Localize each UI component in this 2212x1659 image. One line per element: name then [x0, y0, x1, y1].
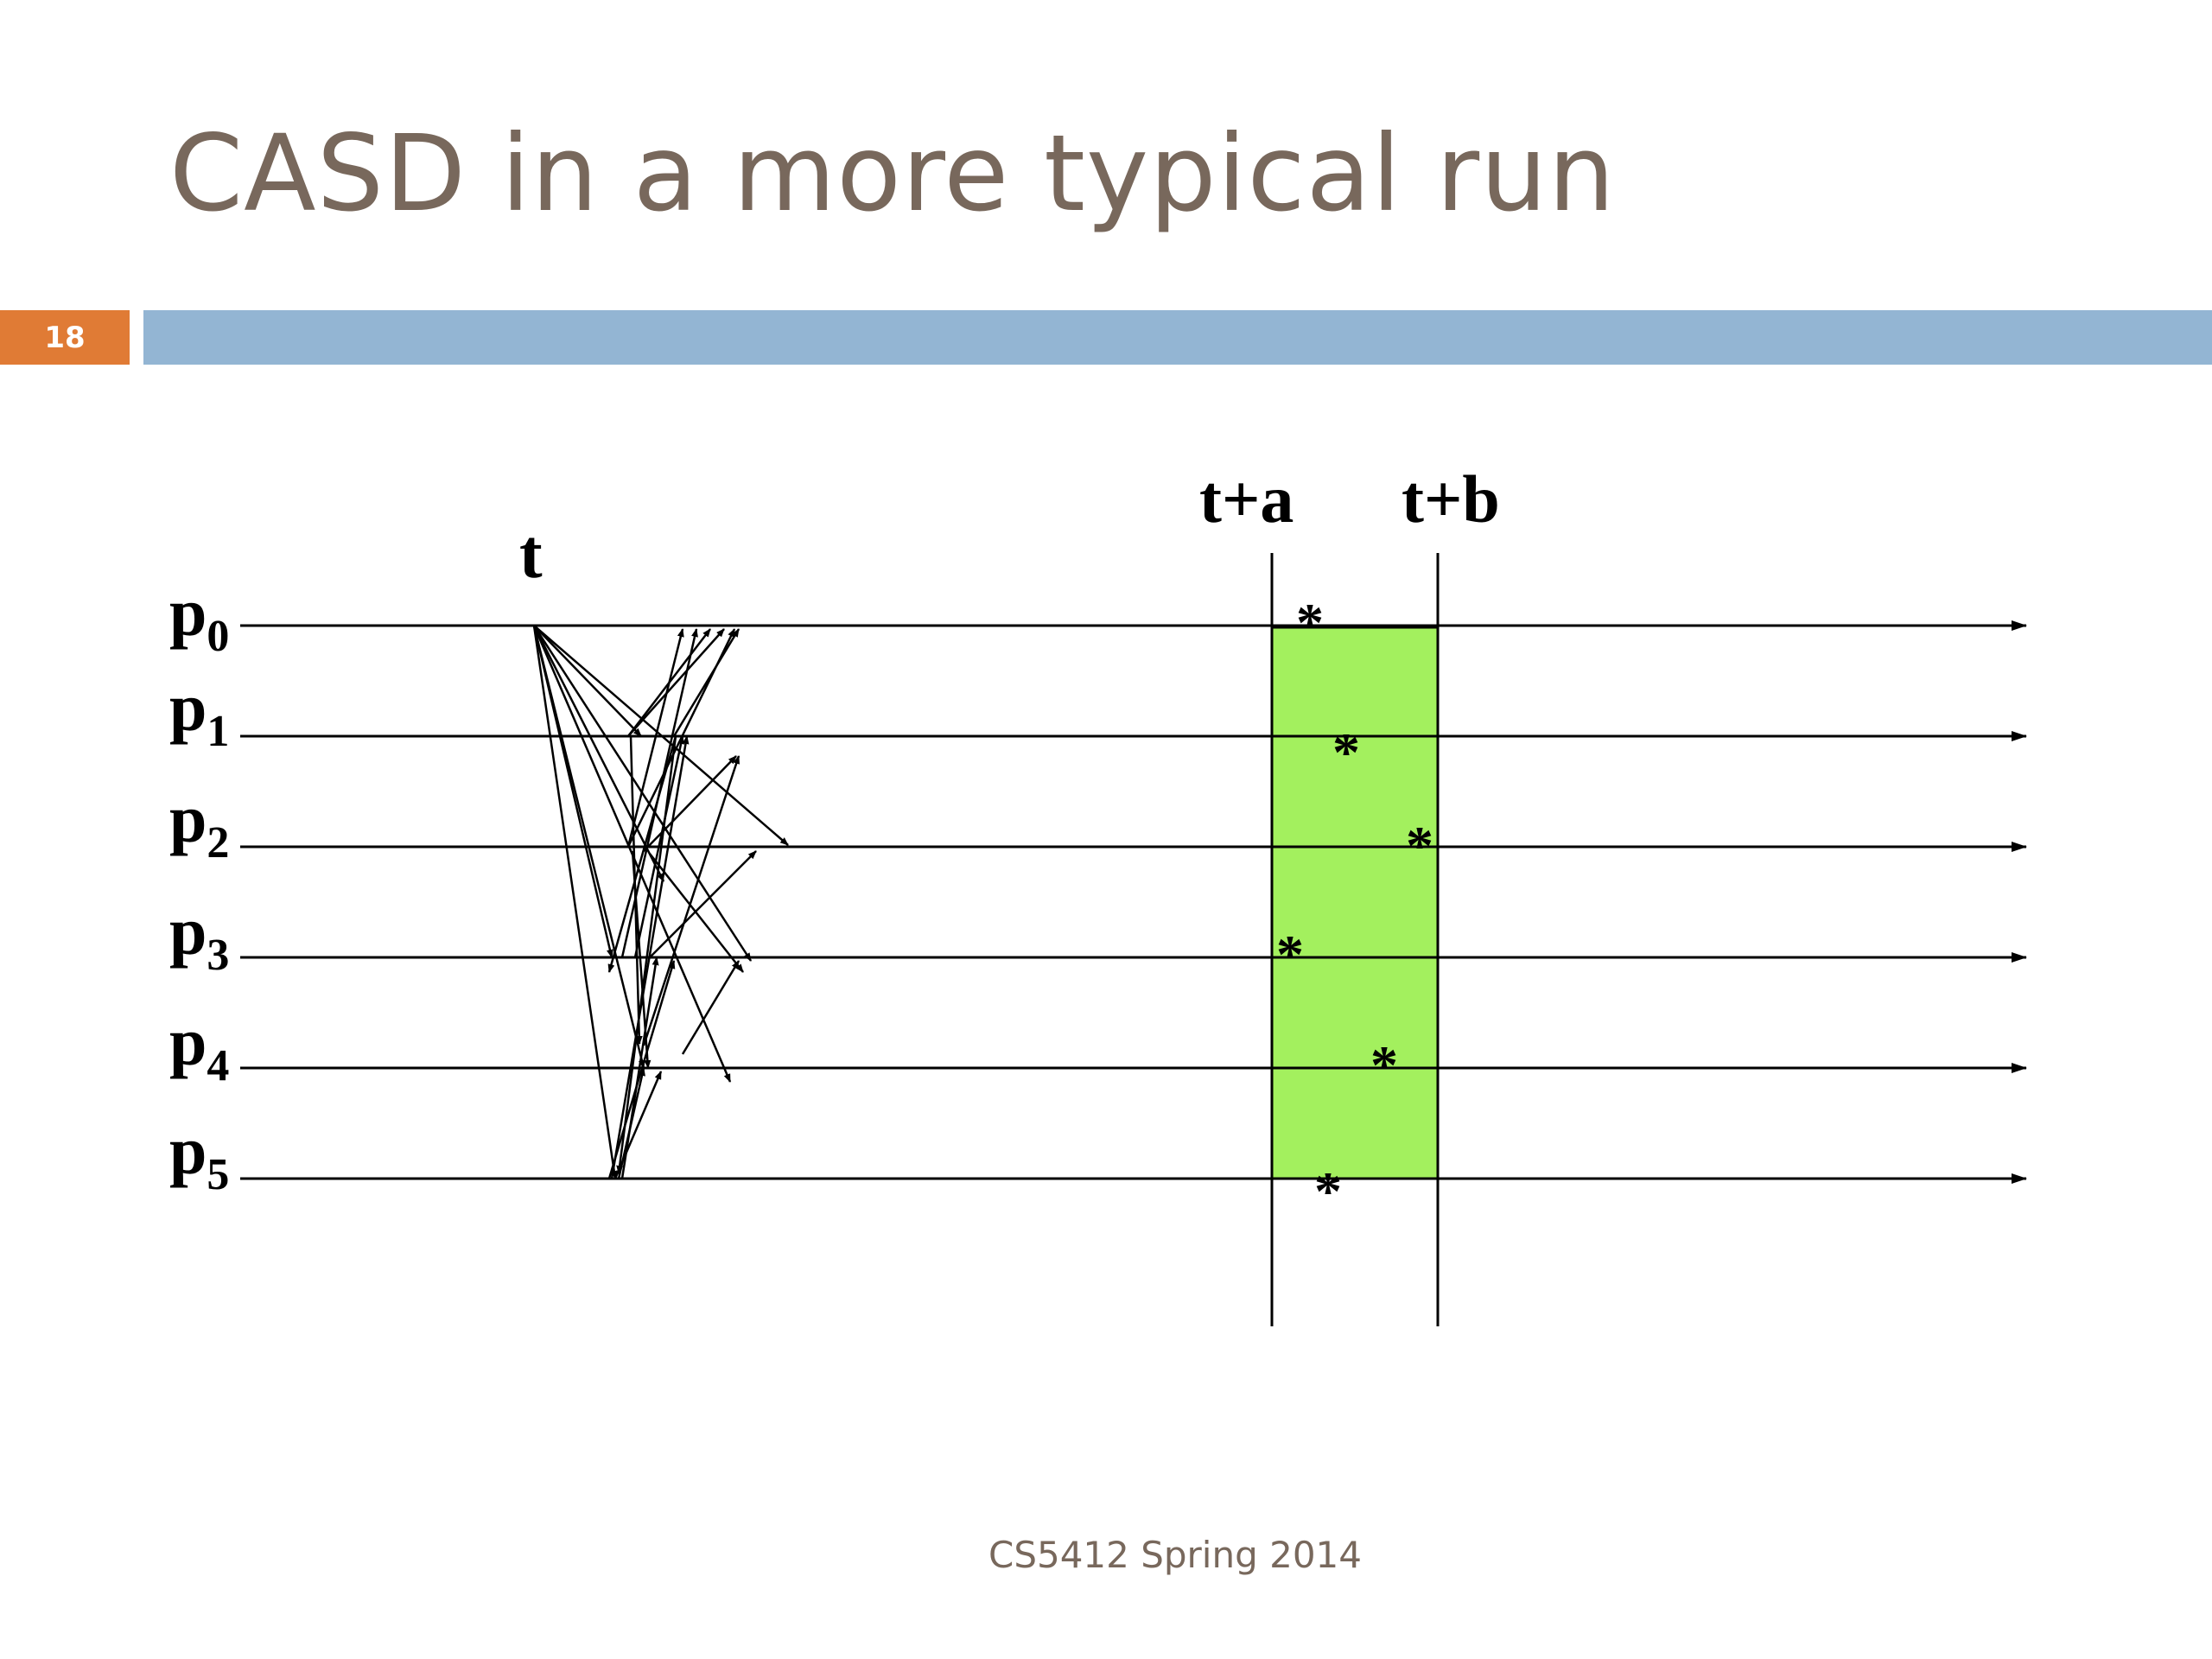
process-timelines [240, 620, 2027, 1184]
slide-number: 18 [44, 320, 86, 355]
message-arrow [532, 625, 665, 882]
message-arrow [672, 628, 741, 737]
process-label-p2: p2 [169, 781, 229, 868]
process-label-p4: p4 [169, 1004, 229, 1090]
header-bar [143, 310, 2212, 365]
message-arrow [642, 755, 741, 1046]
delivery-marker-p1: * [1332, 721, 1360, 783]
process-label-p3: p3 [169, 893, 229, 980]
process-label-p5: p5 [169, 1113, 229, 1199]
time-label-t: t [519, 517, 543, 593]
message-arrow [620, 628, 698, 958]
slide-number-badge: 18 [0, 310, 130, 365]
message-arrow [533, 625, 789, 846]
process-label-p1: p1 [169, 670, 229, 756]
message-arrow [681, 960, 741, 1055]
message-arrow [607, 735, 677, 973]
delivery-marker-p0: * [1296, 592, 1324, 653]
slide-title: CASD in a more typical run [169, 112, 1616, 235]
process-label-p0: p0 [169, 575, 229, 661]
message-arrow [617, 1067, 645, 1179]
message-arrow [649, 850, 757, 958]
delivery-marker-p5: * [1314, 1160, 1342, 1222]
time-label-t-plus-b: t+b [1402, 461, 1500, 537]
message-arrow [626, 628, 684, 848]
delivery-marker-p4: * [1370, 1034, 1398, 1096]
time-label-t-plus-a: t+a [1199, 461, 1294, 537]
message-arrow [532, 625, 645, 1069]
message-arrow [627, 628, 725, 737]
message-arrow [649, 853, 744, 973]
message-arrow [610, 735, 690, 1179]
slide-footer: CS5412 Spring 2014 [988, 1534, 1362, 1576]
message-arrow [643, 755, 737, 852]
delivery-window [1270, 626, 1440, 1180]
delivery-marker-p2: * [1406, 815, 1433, 876]
message-arrow [533, 625, 642, 737]
delivery-marker-p3: * [1276, 924, 1304, 985]
message-arrow [532, 625, 618, 1179]
message-arrows [532, 625, 789, 1179]
message-arrow [633, 735, 685, 958]
